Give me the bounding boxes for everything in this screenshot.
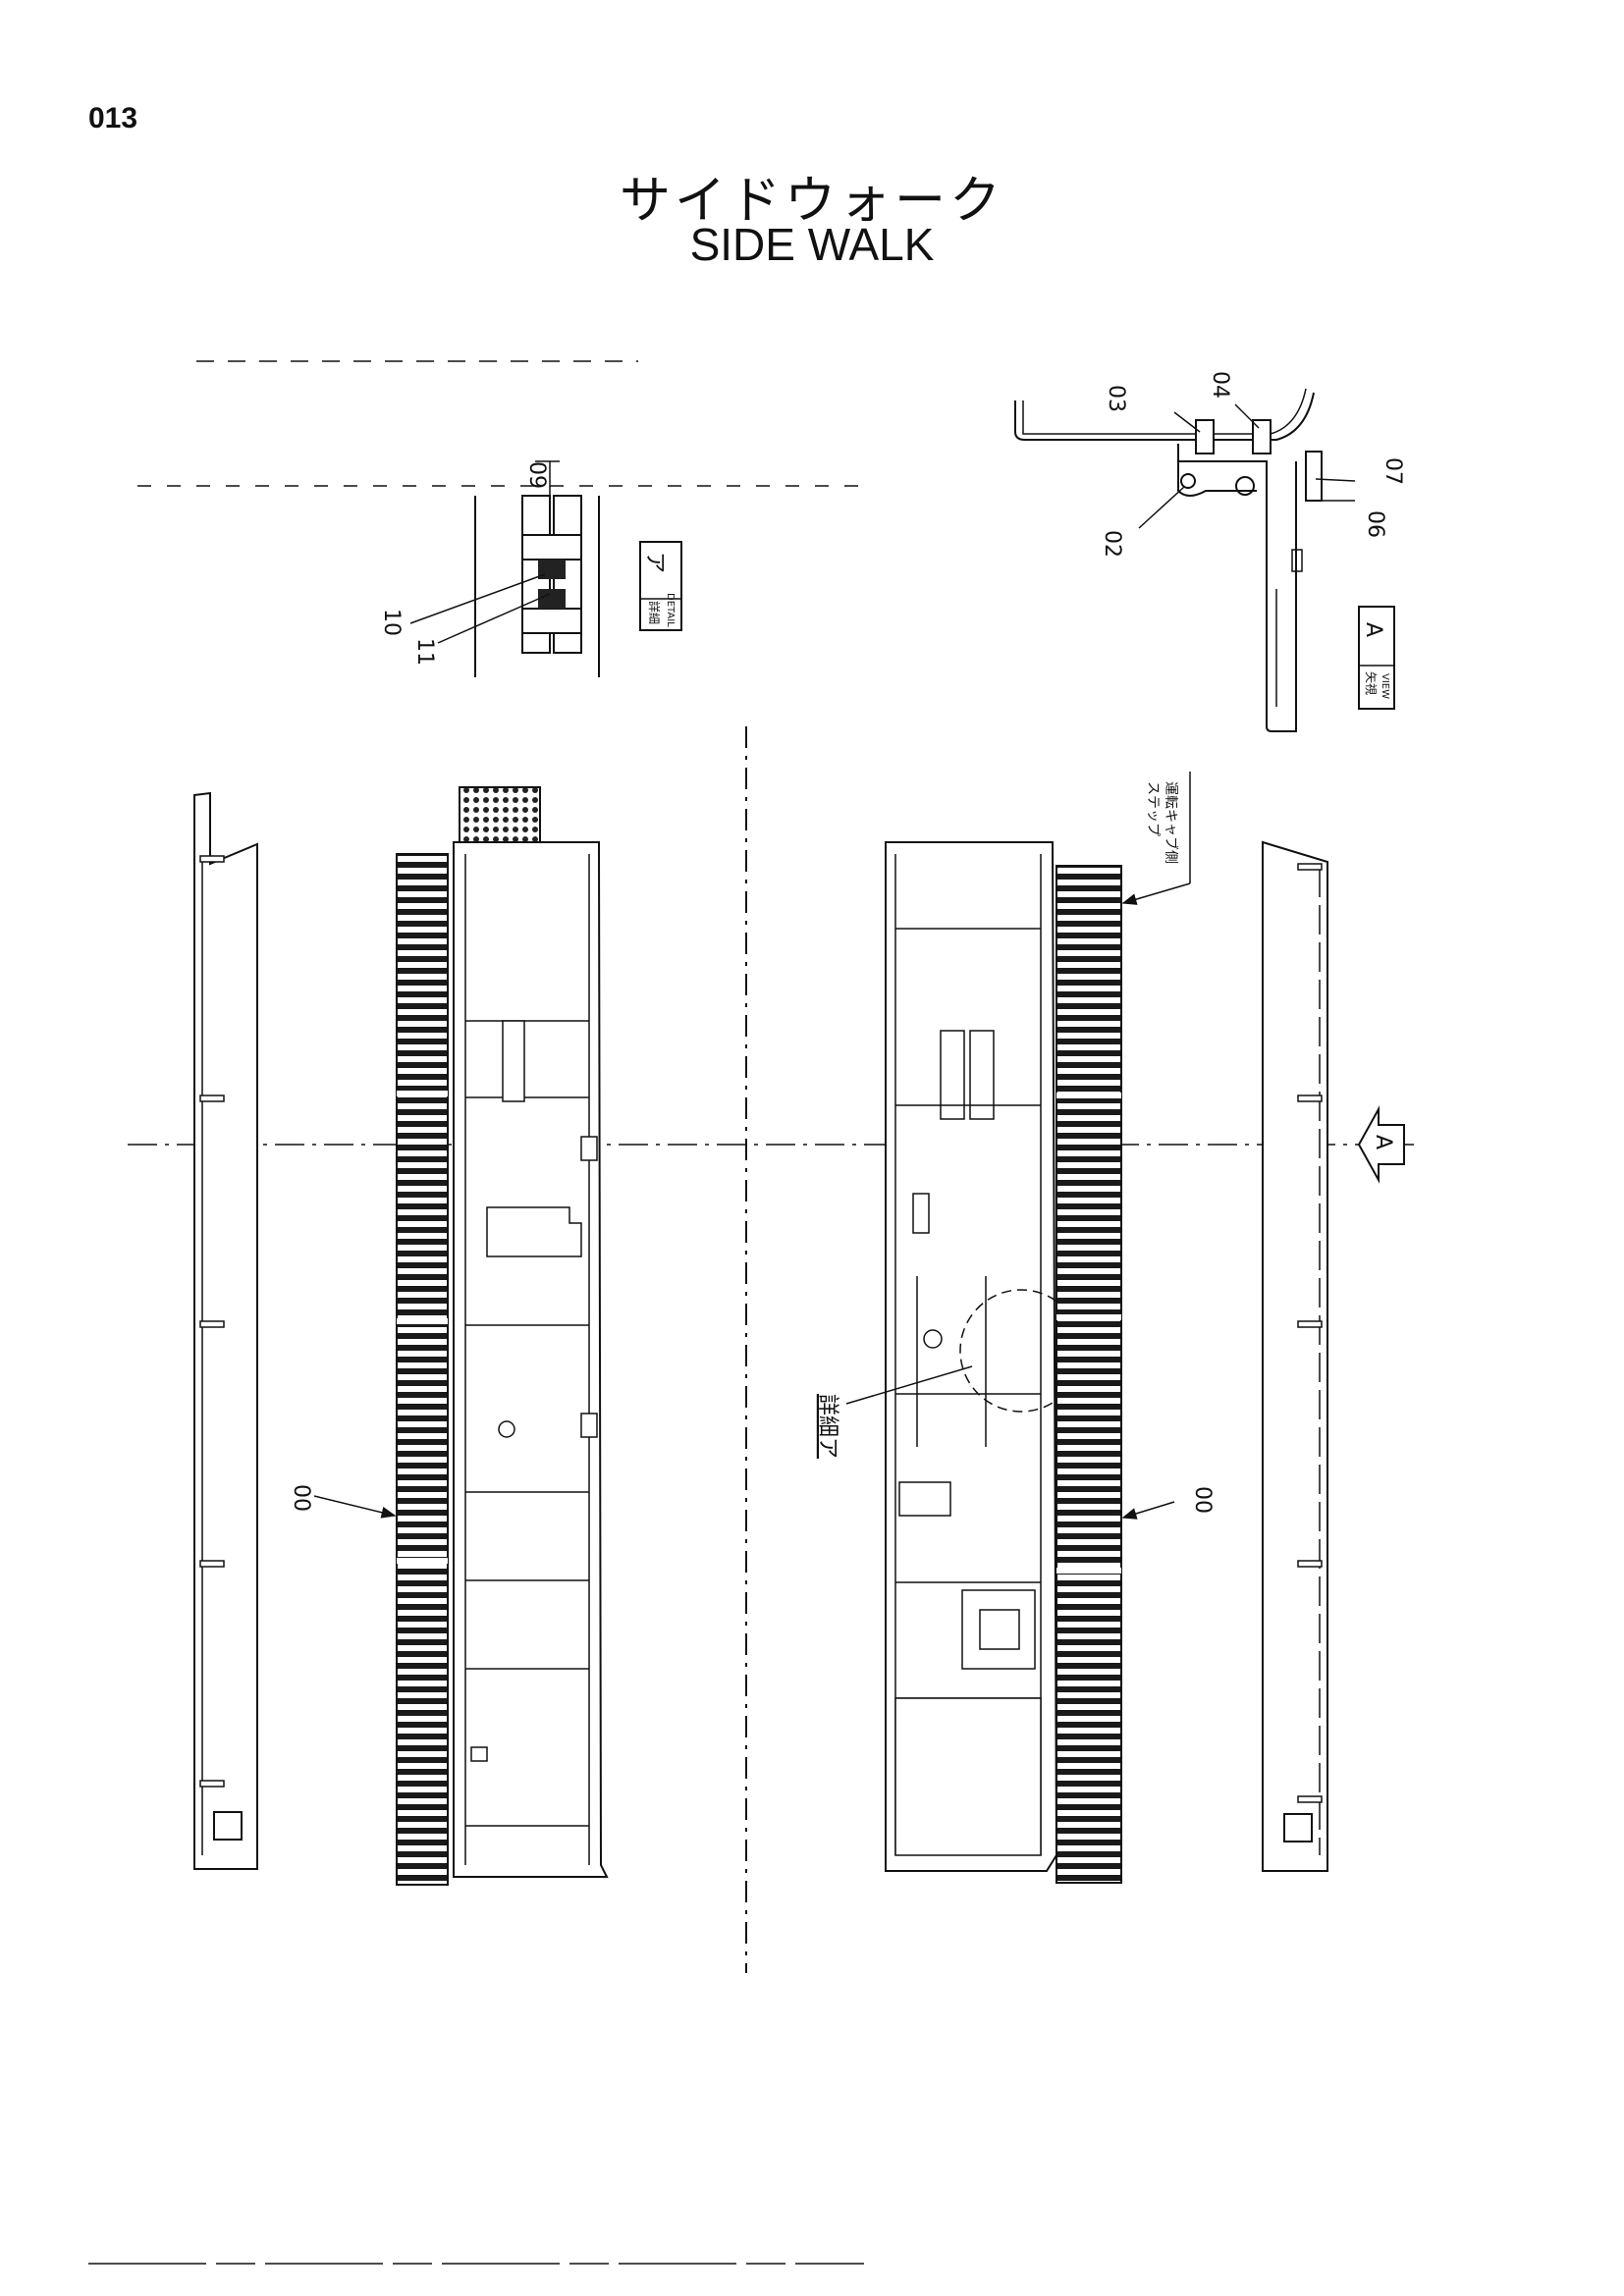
- callout-03: 03: [1104, 385, 1128, 412]
- left-frame: [453, 786, 609, 1878]
- detail-label-ja: 詳細: [647, 601, 662, 624]
- detail-reference-label: 詳細ア: [815, 1394, 839, 1459]
- detail-label-en: DETAIL: [665, 593, 676, 627]
- callout-10: 10: [379, 609, 404, 636]
- view-mark: A: [1361, 622, 1385, 637]
- right-rail-profile: [1262, 840, 1328, 1872]
- note-cab-side: 運転キャブ側: [1163, 781, 1179, 864]
- left-grating: [396, 853, 449, 1886]
- page-title-english: SIDE WALK: [689, 219, 935, 270]
- callout-07: 07: [1380, 457, 1405, 485]
- page-number: 013: [88, 102, 138, 134]
- callout-11: 11: [412, 638, 437, 666]
- right-grating: [1056, 865, 1122, 1884]
- callout-09: 09: [524, 461, 549, 489]
- callout-06: 06: [1363, 510, 1387, 538]
- note-step: ステップ: [1145, 781, 1161, 836]
- page-title-japanese: サイドウォーク: [619, 172, 1004, 231]
- detail-view-a-kana: 09 10 11 詳細 DETAIL ア: [137, 360, 864, 677]
- cab-step-note: 運転キャブ側 ステップ: [1121, 772, 1191, 905]
- view-label-ja: 矢視: [1364, 671, 1379, 695]
- view-a-detail: 03 04 02 07 06 矢視 VIEW A: [1014, 371, 1405, 732]
- callout-02: 02: [1100, 530, 1124, 558]
- view-label-en: VIEW: [1380, 673, 1390, 699]
- callout-04: 04: [1208, 371, 1232, 399]
- callout-left-00: 00: [289, 1484, 313, 1512]
- arrow-a-mark: A: [1371, 1135, 1395, 1149]
- left-rail-profile: [193, 791, 258, 1870]
- detail-mark: ア: [642, 552, 667, 573]
- right-frame: [885, 841, 1083, 1872]
- callout-right-00: 00: [1190, 1486, 1215, 1514]
- arrow-a-marker: A: [1357, 1105, 1405, 1184]
